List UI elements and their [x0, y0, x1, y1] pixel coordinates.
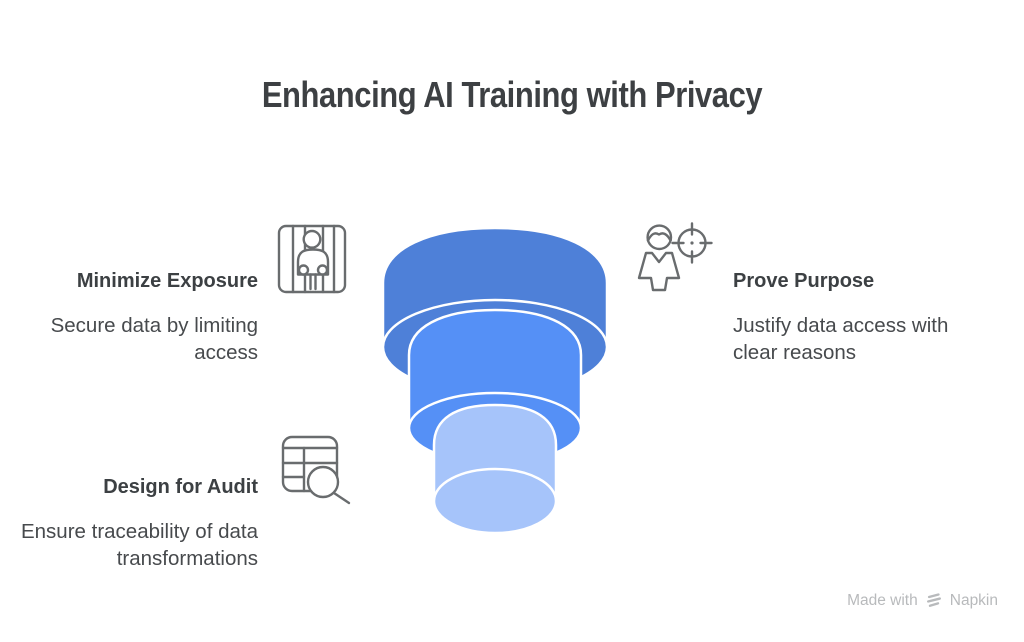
card-description: Secure data by limiting access [50, 314, 258, 364]
card-prove-purpose: Prove Purpose Justify data access with c… [733, 268, 973, 366]
prisoner-head [302, 229, 322, 249]
prisoner-hand [297, 264, 310, 276]
card-description: Ensure traceability of data transformati… [20, 520, 258, 570]
target-center-dot [690, 241, 694, 245]
person-hair [646, 232, 672, 242]
magnifier-handle [332, 491, 351, 505]
magnifier-lens [306, 465, 340, 499]
card-heading: Design for Audit [103, 476, 258, 498]
jail-frame [277, 224, 347, 294]
card-minimize-exposure: Minimize Exposure Secure data by limitin… [20, 268, 258, 366]
card-description: Justify data access with clear reasons [733, 314, 949, 364]
watermark-brand: Napkin [949, 592, 998, 609]
card-heading: Minimize Exposure [76, 270, 258, 292]
watermark-prefix: Made with [847, 592, 918, 609]
card-heading: Prove Purpose [733, 270, 875, 292]
page-title: Enhancing AI Training with Privacy [261, 74, 763, 115]
prisoner-behind-bars-icon [277, 224, 347, 294]
person-body [637, 251, 681, 292]
person-target-icon [637, 222, 713, 292]
card-design-for-audit: Design for Audit Ensure traceability of … [20, 474, 258, 572]
napkin-logo-icon [926, 593, 941, 607]
funnel-layer-bottom [432, 403, 558, 535]
table-magnifier-icon [281, 435, 351, 505]
person-head [646, 224, 673, 251]
prisoner-hand [316, 264, 329, 276]
funnel-layer-bottom-rim [432, 467, 558, 535]
watermark: Made with Napkin [847, 591, 998, 611]
